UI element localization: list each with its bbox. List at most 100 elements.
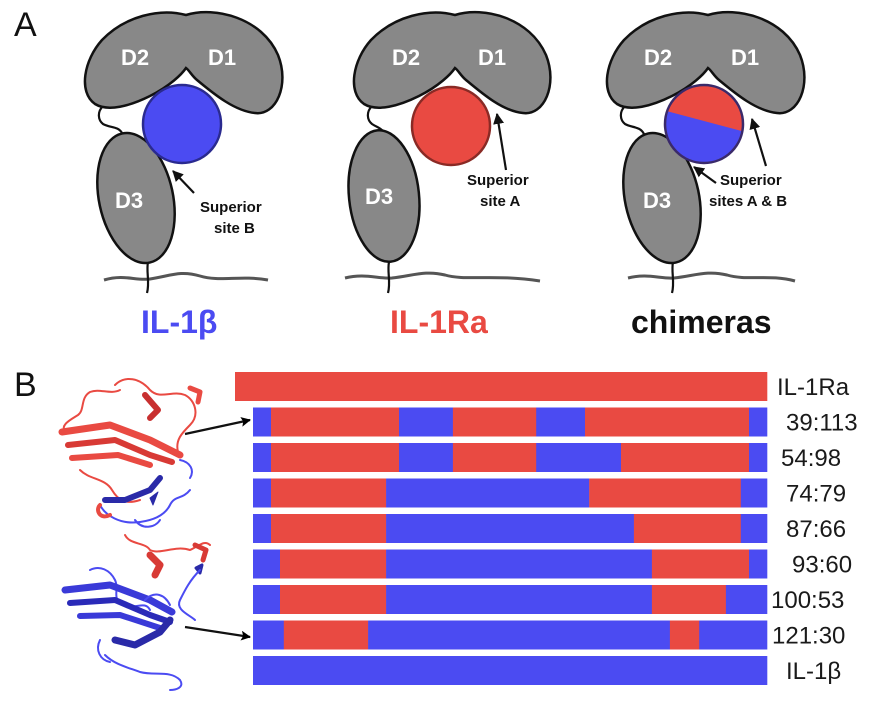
bar-row-54-98: 54:98 [253, 443, 841, 472]
bar-segment-blue [740, 514, 768, 543]
structure-mostly-il1b [61, 534, 211, 691]
bar-row-121-30: 121:30 [253, 620, 845, 650]
domains-d1-d2 [605, 10, 806, 115]
diagram-label-chimeras: chimeras [631, 304, 772, 340]
bar-segment-blue [386, 478, 590, 508]
diagram-label-il1ra: IL-1Ra [390, 304, 488, 340]
site-label-line1: Superior [200, 199, 262, 216]
bar-segment-blue [253, 549, 281, 579]
bar-row-74-79: 74:79 [253, 478, 846, 508]
d2-d3-linker [619, 105, 645, 135]
chimera-bars: IL-1Ra 39:113 54:98 74:79 87:66 93:60 100:53 12… [235, 372, 858, 685]
bar-row-label: 100:53 [771, 587, 844, 614]
receptor-diagram-chimeras: D2 D1 D3 Superior sites A & B chimeras [605, 10, 806, 340]
bar-segment-blue [699, 620, 768, 650]
site-label-line2: site A [480, 193, 520, 210]
bar-row-93-60: 93:60 [253, 549, 852, 579]
domains-d1-d2 [83, 10, 284, 115]
domain-label-d1: D1 [731, 45, 759, 70]
bar-segment-blue [749, 549, 768, 579]
domain-d3 [622, 131, 702, 265]
cell-membrane [344, 271, 541, 283]
bar-segment-blue [253, 620, 285, 650]
domain-label-d1: D1 [478, 45, 506, 70]
bar-row-39-113: 39:113 [253, 407, 858, 437]
bar-segment-blue [386, 549, 653, 579]
bar-segment-red [585, 407, 750, 437]
bar-segment-blue [368, 620, 671, 650]
panel-b-letter: B [14, 366, 37, 404]
bar-row-label: 54:98 [781, 445, 841, 472]
domain-label-d1: D1 [208, 45, 236, 70]
bar-segment-red [589, 478, 742, 508]
site-a-arrow [493, 112, 508, 171]
domains-d1-d2 [352, 10, 552, 115]
bar-row-label: 39:113 [786, 410, 858, 437]
bar-segment-blue [536, 407, 586, 437]
bar-segment-red [621, 443, 750, 472]
bar-segment-blue [399, 443, 454, 472]
site-b-arrow [693, 166, 717, 184]
site-b-arrow [172, 170, 195, 194]
domain-d3 [347, 129, 421, 263]
structure-2-arrow [184, 625, 251, 641]
structure-1-arrow [184, 417, 251, 436]
bar-segment-blue [253, 407, 272, 437]
bar-segment-blue [536, 443, 622, 472]
bar-segment-blue [386, 585, 653, 614]
domain-label-d2: D2 [392, 45, 420, 70]
bar-segment-blue [253, 656, 768, 685]
bar-segment-red [452, 407, 537, 437]
receptor-diagram-il1ra: D2 D1 D3 Superior site A IL-1Ra [344, 10, 552, 340]
site-label-line1: Superior [467, 172, 529, 189]
panel-a-letter: A [14, 6, 37, 44]
d2-d3-linker [97, 105, 123, 134]
bar-segment-blue [749, 443, 768, 472]
bar-row-label: 87:66 [786, 516, 846, 543]
bar-row-label: 93:60 [792, 552, 852, 579]
bar-row-label: 74:79 [786, 481, 846, 508]
site-label-line2: sites A & B [709, 193, 787, 210]
stalk-linker [386, 261, 391, 294]
ligand-il1ra-circle [410, 85, 492, 167]
bar-segment-red [235, 372, 768, 401]
bar-segment-blue [253, 478, 272, 508]
bar-segment-red [271, 478, 387, 508]
diagram-label-il1b: IL-1β [141, 304, 217, 340]
bar-segment-blue [253, 443, 272, 472]
ligand-chimera-circle [663, 83, 745, 165]
bar-segment-red [669, 620, 700, 650]
bar-row-label: IL-1Ra [777, 374, 850, 401]
site-a-arrow [749, 117, 768, 167]
domain-label-d3: D3 [365, 184, 393, 209]
bar-segment-red [452, 443, 537, 472]
stalk-linker [145, 261, 150, 294]
stalk-linker [670, 261, 675, 294]
domain-label-d2: D2 [121, 45, 149, 70]
bar-segment-red [271, 514, 387, 543]
bar-row-label: 121:30 [772, 623, 845, 650]
site-label-line2: site B [214, 220, 255, 237]
bar-segment-blue [749, 407, 768, 437]
site-label-line1: Superior [720, 172, 782, 189]
structure-mostly-il1ra [58, 378, 203, 528]
bar-segment-blue [386, 514, 635, 543]
receptor-diagram-il1b: D2 D1 D3 Superior site B IL-1β [83, 10, 284, 340]
cell-membrane [103, 272, 269, 282]
bar-row-il-1ra: IL-1Ra [235, 372, 850, 401]
domain-label-d3: D3 [115, 188, 143, 213]
ligand-il1b-circle [141, 83, 223, 165]
bar-row-il-1-: IL-1β [253, 656, 841, 685]
bar-segment-blue [740, 478, 768, 508]
bar-segment-red [651, 585, 727, 614]
bar-segment-blue [253, 514, 272, 543]
bar-segment-red [280, 549, 387, 579]
bar-segment-red [271, 443, 400, 472]
bar-row-label: IL-1β [786, 658, 841, 685]
domain-label-d3: D3 [643, 188, 671, 213]
bar-segment-blue [399, 407, 454, 437]
bar-row-87-66: 87:66 [253, 514, 846, 543]
bar-segment-red [280, 585, 387, 614]
cell-membrane [627, 271, 796, 283]
